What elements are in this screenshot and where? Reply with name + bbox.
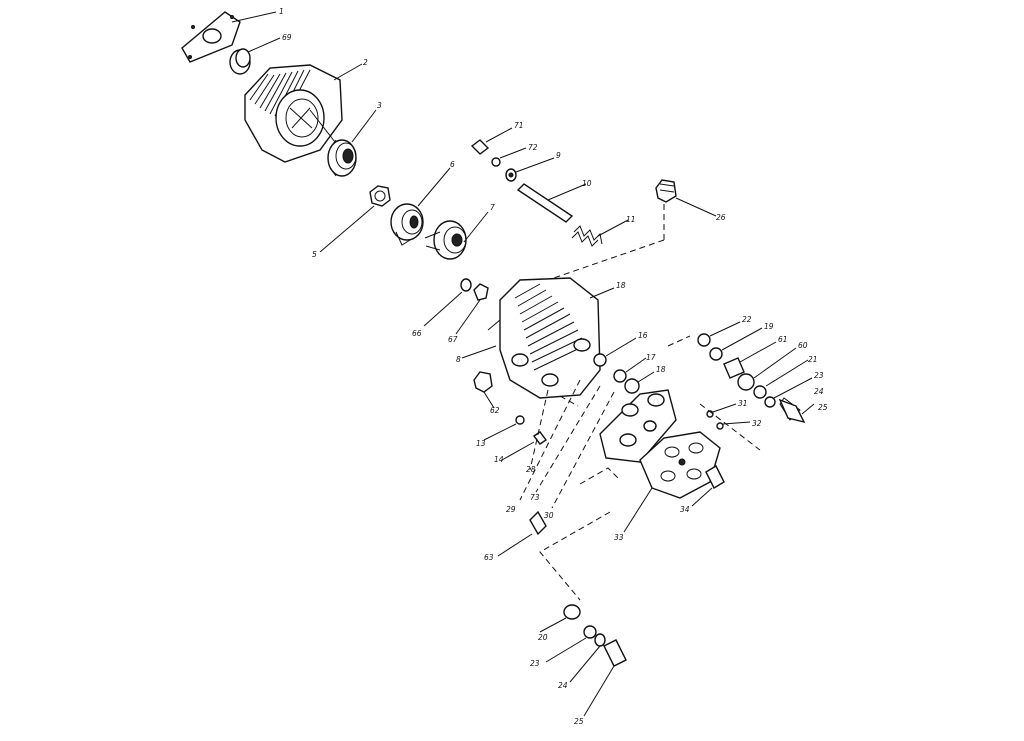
part-gasket-plate (181, 11, 277, 63)
label-19: 19 (764, 322, 774, 331)
part-crankcase-housing (244, 63, 363, 163)
nozzle-assembly-bottom (539, 604, 627, 717)
label-60: 60 (798, 341, 808, 350)
part-bearing-7 (424, 211, 489, 260)
label-67: 67 (448, 335, 458, 344)
label-8: 8 (456, 355, 461, 364)
label-34: 34 (680, 505, 690, 514)
label-14: 14 (494, 455, 504, 464)
part-valve-cap-26 (547, 179, 717, 281)
label-72: 72 (528, 143, 538, 152)
label-20: 20 (538, 633, 548, 642)
label-69: 69 (282, 33, 292, 42)
label-28: 28 (526, 465, 536, 474)
assembly-lines (519, 379, 621, 601)
label-23: 23 (814, 371, 824, 380)
label-24b: 24 (558, 681, 568, 690)
part-spring-11 (571, 219, 629, 247)
label-25: 25 (818, 403, 828, 412)
label-32: 32 (752, 419, 762, 428)
part-valve-plate-33 (623, 431, 721, 533)
label-21: 21 (808, 355, 818, 364)
label-17: 17 (646, 353, 656, 362)
label-5: 5 (312, 250, 317, 259)
label-26: 26 (716, 213, 726, 222)
label-73: 73 (530, 493, 540, 502)
label-11: 11 (626, 215, 636, 224)
label-3: 3 (377, 101, 382, 110)
label-25b: 25 (574, 717, 584, 726)
label-10: 10 (582, 179, 592, 188)
label-2: 2 (363, 58, 368, 67)
label-29: 29 (506, 505, 516, 514)
part-ring-18b (624, 371, 655, 394)
part-labels: 1 69 2 3 5 6 7 71 72 9 10 11 26 18 66 67… (279, 7, 828, 726)
part-seal-69 (229, 37, 281, 75)
outlet-assembly-right (667, 321, 815, 451)
part-ring-17 (613, 357, 647, 383)
label-31: 31 (738, 399, 748, 408)
part-9 (505, 157, 555, 182)
label-1: 1 (279, 7, 284, 16)
part-screw-14 (501, 431, 548, 461)
label-30: 30 (544, 511, 554, 520)
label-7: 7 (490, 203, 495, 212)
part-plug-62 (473, 371, 495, 409)
label-18: 18 (616, 281, 626, 290)
part-manifold (599, 389, 677, 463)
part-bearing-3 (327, 109, 377, 177)
label-13: 13 (476, 439, 486, 448)
label-18b: 18 (656, 365, 666, 374)
part-wobble-plate-6 (390, 167, 451, 246)
label-9: 9 (556, 151, 561, 160)
label-71: 71 (514, 121, 524, 130)
label-16: 16 (638, 331, 648, 340)
label-22: 22 (742, 315, 752, 324)
part-31 (706, 403, 737, 418)
label-23b: 23 (530, 659, 540, 668)
label-61: 61 (778, 335, 788, 344)
part-32 (716, 421, 751, 430)
label-6: 6 (450, 160, 455, 169)
part-71 (470, 127, 513, 155)
part-72 (491, 147, 527, 167)
part-fitting-34 (691, 465, 725, 507)
part-washer-66 (423, 278, 472, 327)
label-66: 66 (412, 329, 422, 338)
part-seal-16 (593, 337, 637, 367)
label-63: 63 (484, 553, 494, 562)
part-plunger-10 (516, 183, 587, 223)
part-nut-5 (319, 185, 391, 253)
part-screw-13 (483, 415, 525, 441)
label-24: 24 (814, 387, 824, 396)
label-33: 33 (614, 533, 624, 542)
part-pump-head-18 (461, 277, 615, 399)
part-nut-67 (455, 283, 489, 335)
label-62: 62 (490, 406, 500, 415)
part-nozzle-63 (497, 510, 547, 557)
